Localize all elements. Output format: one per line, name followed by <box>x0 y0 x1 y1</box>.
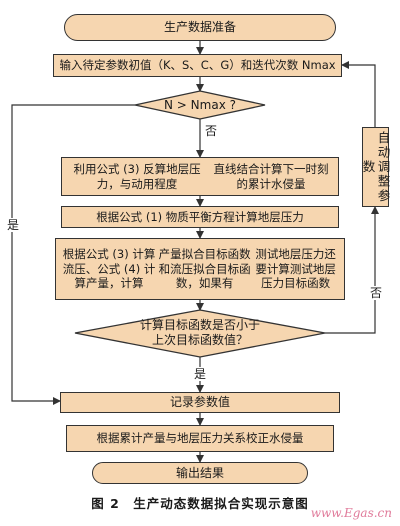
input-parameters-label: 输入待定参数初值（K、S、C、G）和迭代次数 Nmax <box>59 58 336 72</box>
objective-check-text: 计算目标函数是否小于 上次目标函数值？ <box>100 318 300 348</box>
objective-line2: 产量拟合目标函数和流压拟合目标函数，如果有 <box>158 247 251 291</box>
objective-check-line1: 计算目标函数是否小于 <box>139 318 260 332</box>
start-label: 生产数据准备 <box>163 20 236 34</box>
decision-iteration-diamond <box>134 90 266 120</box>
objective-check-line2: 上次目标函数值？ <box>151 333 248 347</box>
iteration-check-text: N > Nmax ? <box>164 98 236 112</box>
objective-line3: 测试地层压力还要计算测试地层压力目标函数 <box>255 247 336 291</box>
no-label-iteration: 否 <box>205 124 218 138</box>
record-parameters-box: 记录参数值 <box>60 392 340 413</box>
watermark: www.Egas.cn <box>310 506 392 520</box>
objective-line1: 根据公式 (3) 计算流压、公式 (4) 计算产量，计算 <box>62 247 156 291</box>
correct-water-influx-label: 根据累计产量与地层压力关系校正水侵量 <box>96 431 304 445</box>
material-balance-label: 根据公式 (1) 物质平衡方程计算地层压力 <box>96 209 304 224</box>
end-label: 输出结果 <box>175 465 224 480</box>
no-label-objective: 否 <box>370 286 383 300</box>
correct-water-influx-box: 根据累计产量与地层压力关系校正水侵量 <box>66 425 334 452</box>
auto-adjust-label: 自动调整参数 <box>360 130 391 204</box>
end-node: 输出结果 <box>92 462 308 484</box>
edge-adjust-input <box>341 61 376 127</box>
decision-objective-diamond <box>74 309 326 358</box>
yes-label-iteration: 是 <box>7 218 20 232</box>
edge-check2-no-adjust <box>325 206 379 334</box>
input-parameters-box: 输入待定参数初值（K、S、C、G）和迭代次数 Nmax <box>53 54 342 77</box>
material-balance-box: 根据公式 (1) 物质平衡方程计算地层压力 <box>61 206 339 228</box>
objective-function-box: 根据公式 (3) 计算流压、公式 (4) 计算产量，计算 产量拟合目标函数和流压… <box>55 238 345 300</box>
auto-adjust-box: 自动调整参数 <box>360 127 391 207</box>
yes-label-objective: 是 <box>194 367 207 381</box>
figure-caption: 图 2 生产动态数据拟合实现示意图 <box>91 496 309 511</box>
record-parameters-label: 记录参数值 <box>169 395 230 409</box>
back-calc-line1: 利用公式 (3) 反算地层压力，与动用程度 <box>73 162 201 191</box>
back-calc-line2: 直线结合计算下一时刻的累计水侵量 <box>213 162 329 191</box>
edge-check-yes-record <box>11 104 135 405</box>
back-calc-pressure-box: 利用公式 (3) 反算地层压力，与动用程度 直线结合计算下一时刻的累计水侵量 <box>61 157 339 196</box>
start-node: 生产数据准备 <box>64 14 336 41</box>
